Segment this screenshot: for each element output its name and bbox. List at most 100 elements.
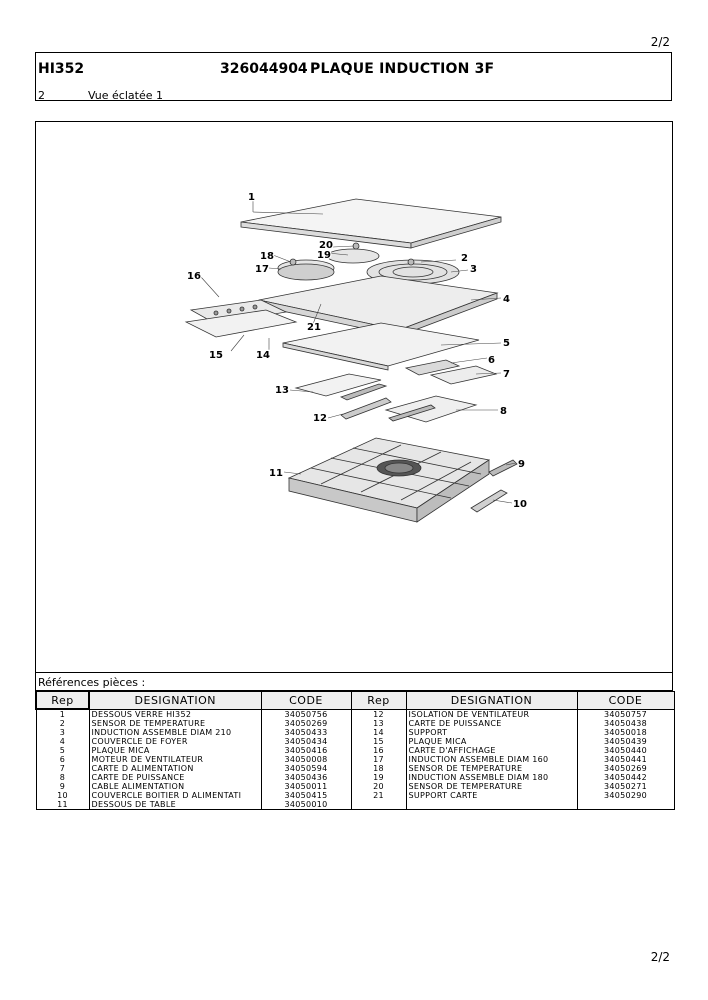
part-code: 34050442 (576, 773, 675, 782)
part-rep: 13 (350, 719, 407, 728)
column-header-designation: DESIGNATION (88, 690, 262, 710)
callout-label: 1 (248, 192, 255, 203)
part-rep: 18 (350, 764, 407, 773)
part-designation: DESSOUS VERRE HI352 (88, 709, 262, 719)
callout-label: 21 (307, 322, 321, 333)
part-designation: INDUCTION ASSEMBLE DIAM 160 (405, 755, 578, 764)
part-code: 34050438 (576, 719, 675, 728)
part-rep: 9 (35, 782, 90, 791)
column-header-code: CODE (260, 690, 352, 710)
part-rep: 21 (350, 791, 407, 800)
part-code: 34050008 (260, 755, 352, 764)
part-designation: PLAQUE MICA (88, 746, 262, 755)
callout-labels: 1 2 3 4 5 6 7 8 9 10 11 12 13 14 15 16 1… (186, 191, 528, 512)
part-code: 34050416 (260, 746, 352, 755)
callout-label: 17 (255, 264, 269, 275)
part-code: 34050436 (260, 773, 352, 782)
product-title: PLAQUE INDUCTION 3F (310, 61, 495, 77)
part-code: 34050018 (576, 728, 675, 737)
part-designation: CARTE D ALIMENTATION (88, 764, 262, 773)
part-code: 34050441 (576, 755, 675, 764)
callout-label: 14 (256, 350, 270, 361)
part-designation: CARTE D'AFFICHAGE (405, 746, 578, 755)
parts-table: Rep DESIGNATION CODE Rep DESIGNATION COD… (35, 690, 675, 810)
part-rep (350, 800, 407, 810)
fan-and-supply-parts (404, 359, 498, 385)
view-name: Vue éclatée 1 (88, 89, 163, 102)
part-rep: 6 (35, 755, 90, 764)
leader-lines (200, 200, 517, 504)
callout-label: 18 (260, 251, 274, 262)
part-code: 34050290 (576, 791, 675, 800)
part-designation (405, 800, 578, 810)
part-code: 34050756 (260, 709, 352, 719)
part-rep: 11 (35, 800, 90, 810)
column-header-code: CODE (576, 690, 675, 710)
callout-label: 7 (503, 369, 510, 380)
part-designation: SENSOR DE TEMPERATURE (405, 764, 578, 773)
column-header-rep: Rep (350, 690, 407, 710)
callout-label: 8 (500, 406, 507, 417)
part-rep: 4 (35, 737, 90, 746)
part-code: 34050440 (576, 746, 675, 755)
part-rep: 8 (35, 773, 90, 782)
column-header-designation: DESIGNATION (405, 690, 578, 710)
part-designation: INDUCTION ASSEMBLE DIAM 180 (405, 773, 578, 782)
part-rep: 3 (35, 728, 90, 737)
part-code: 34050011 (260, 782, 352, 791)
part-designation: CARTE DE PUISSANCE (88, 773, 262, 782)
part-designation: CARTE DE PUISSANCE (405, 719, 578, 728)
references-heading: Références pièces : (35, 673, 673, 691)
part-rep: 7 (35, 764, 90, 773)
part-rep: 10 (35, 791, 90, 800)
model-name: HI352 (38, 61, 85, 77)
part-rep: 20 (350, 782, 407, 791)
part-designation: PLAQUE MICA (405, 737, 578, 746)
callout-label: 2 (461, 253, 468, 264)
power-board-8 (384, 395, 478, 423)
part-designation: INDUCTION ASSEMBLE DIAM 210 (88, 728, 262, 737)
part-rep: 12 (350, 709, 407, 719)
callout-label: 20 (319, 240, 333, 251)
callout-label: 9 (518, 459, 525, 470)
part-rep: 5 (35, 746, 90, 755)
display-board-parts (184, 299, 298, 338)
part-code: 34050269 (260, 719, 352, 728)
callout-label: 11 (269, 468, 283, 479)
part-code: 34050439 (576, 737, 675, 746)
part-code: 34050433 (260, 728, 352, 737)
coil-assembly-parts (277, 242, 460, 285)
part-rep: 1 (35, 709, 90, 719)
callout-label: 12 (313, 413, 327, 424)
part-rep: 16 (350, 746, 407, 755)
part-designation: SUPPORT (405, 728, 578, 737)
part-code: 34050269 (576, 764, 675, 773)
exploded-view-diagram: 1 2 3 4 5 6 7 8 9 10 11 12 13 14 15 16 1… (35, 121, 673, 673)
part-rep: 19 (350, 773, 407, 782)
page-number-bottom: 2/2 (650, 950, 670, 964)
fan-insulation-12 (340, 397, 392, 420)
part-designation: DESSOUS DE TABLE (88, 800, 262, 810)
parts-table-header: Rep DESIGNATION CODE Rep DESIGNATION COD… (35, 690, 675, 710)
view-number: 2 (38, 89, 45, 102)
mica-plate-part (282, 322, 480, 371)
document-header: HI352 326044904 PLAQUE INDUCTION 3F 2 Vu… (35, 52, 672, 102)
part-designation: COUVERCLE BOITIER D ALIMENTATI (88, 791, 262, 800)
part-designation: CABLE ALIMENTATION (88, 782, 262, 791)
part-code: 34050271 (576, 782, 675, 791)
callout-label: 15 (209, 350, 223, 361)
part-rep: 14 (350, 728, 407, 737)
part-designation: MOTEUR DE VENTILATEUR (88, 755, 262, 764)
part-rep: 15 (350, 737, 407, 746)
